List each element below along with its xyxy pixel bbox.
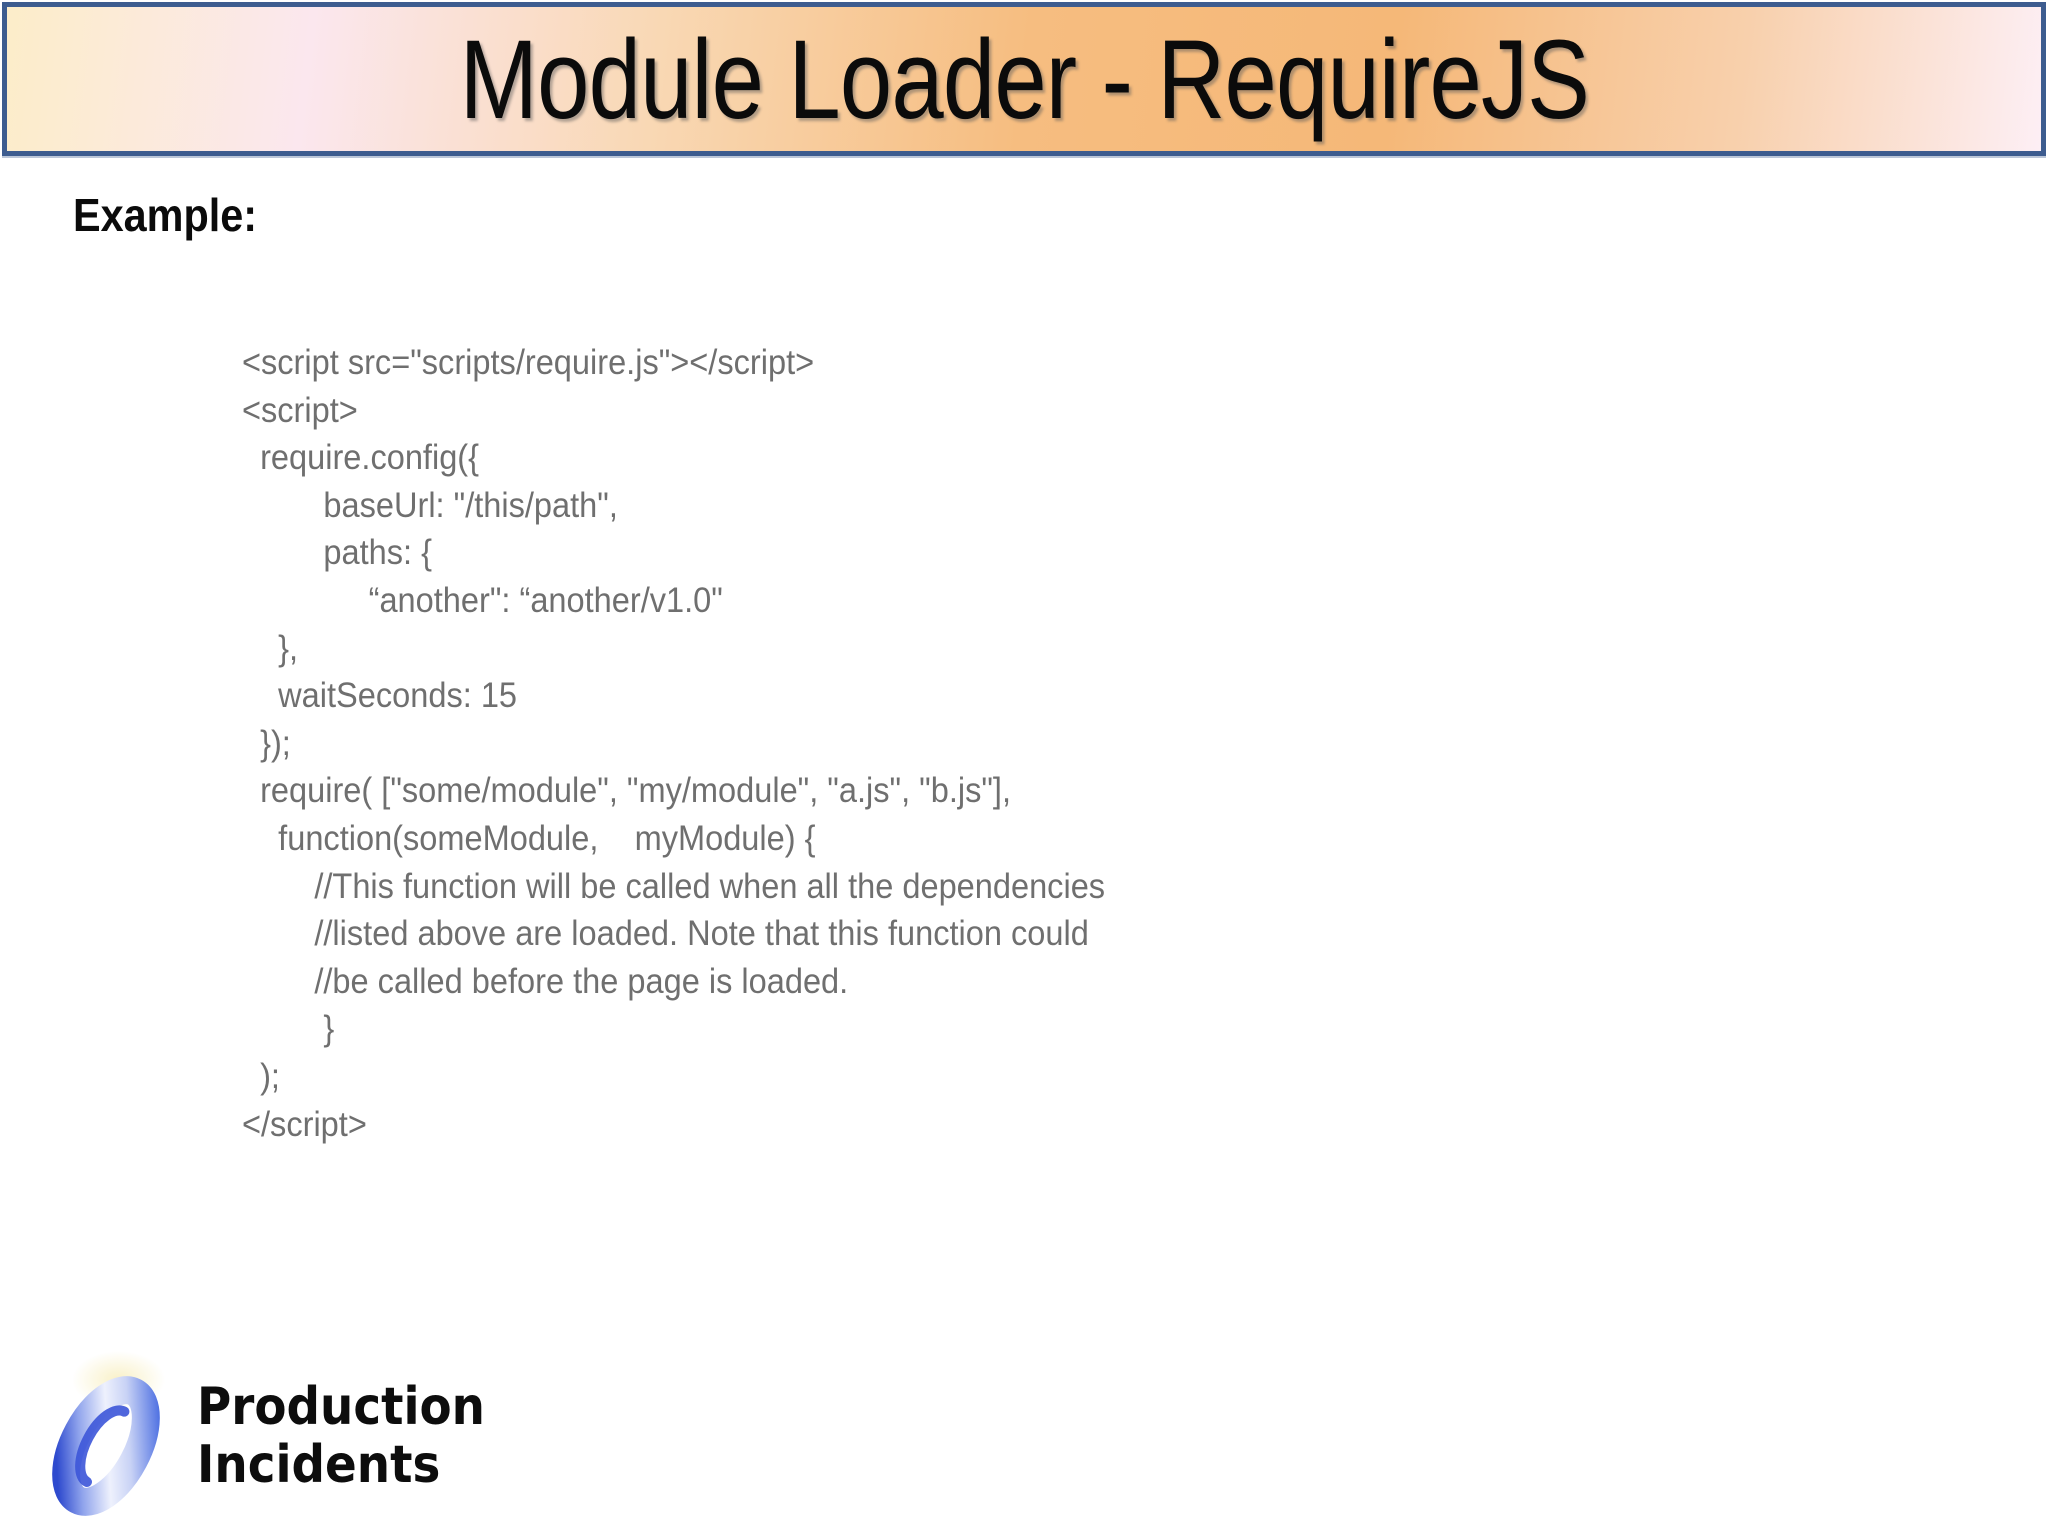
brand-text: Production Incidents — [197, 1378, 485, 1494]
title-banner: Module Loader - RequireJS — [2, 2, 2046, 156]
example-label: Example: — [73, 189, 258, 241]
torus-inner-shadow — [75, 1405, 130, 1488]
torus-logo-icon — [52, 1351, 166, 1516]
brand-line-2: Incidents — [197, 1435, 441, 1495]
torus-ring — [52, 1376, 160, 1516]
slide-title: Module Loader - RequireJS — [459, 16, 1589, 142]
code-block: <script src="scripts/require.js"></scrip… — [242, 343, 1106, 1144]
brand-line-1: Production — [197, 1377, 485, 1437]
footer-brand: Production Incidents — [0, 1338, 800, 1536]
